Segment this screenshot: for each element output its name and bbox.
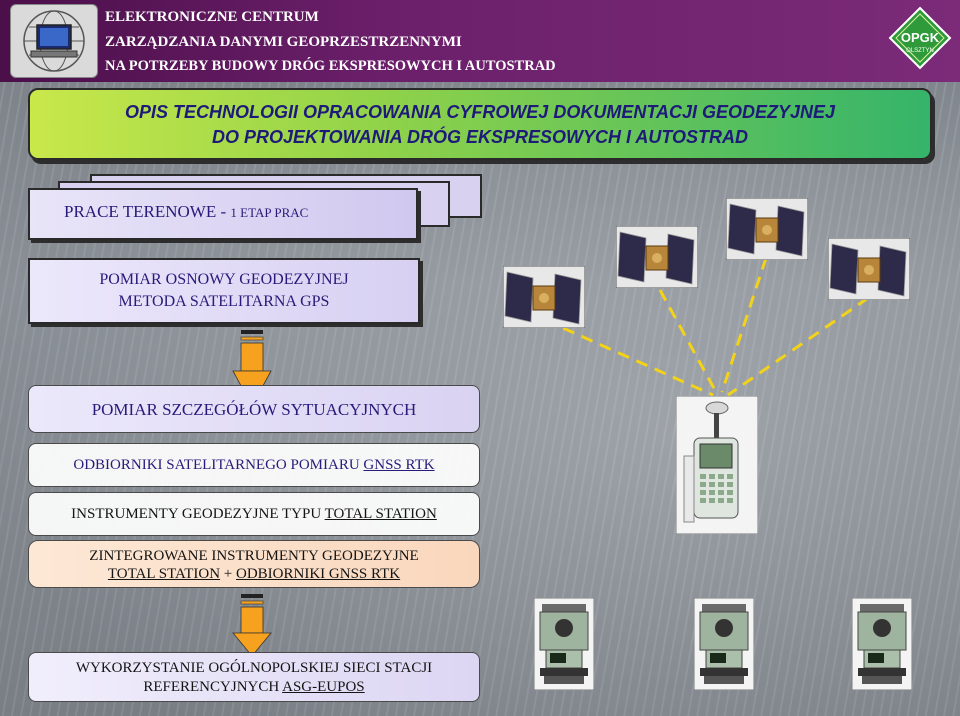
integrated-instruments-box: ZINTEGROWANE INSTRUMENTY GEODEZYJNE TOTA… xyxy=(28,540,480,588)
combo-line-2: TOTAL STATION + ODBIORNIKI GNSS RTK xyxy=(107,566,401,582)
rtk-receivers-box: ODBIORNIKI SATELITARNEGO POMIARU GNSS RT… xyxy=(28,443,480,487)
svg-text:OLSZTYN: OLSZTYN xyxy=(906,48,934,54)
header-line-1: ELEKTRONICZNE CENTRUM xyxy=(105,9,319,25)
satellite-icon xyxy=(726,198,808,260)
total-station-box: INSTRUMENTY GEODEZYJNE TYPU TOTAL STATIO… xyxy=(28,492,480,536)
gps-network-box: POMIAR OSNOWY GEODEZYJNEJ METODA SATELIT… xyxy=(28,258,420,324)
down-arrow-icon xyxy=(232,594,272,657)
gps-box-line-1: POMIAR OSNOWY GEODEZYJNEJ xyxy=(99,271,349,288)
asg-line-1: WYKORZYSTANIE OGÓLNOPOLSKIEJ SIECI STACJ… xyxy=(75,660,433,676)
gnss-receiver-icon xyxy=(676,396,758,534)
gps-box-line-2: METODA SATELITARNA GPS xyxy=(118,293,330,310)
detail-box-text: POMIAR SZCZEGÓŁÓW SYTUACYJNYCH xyxy=(91,400,417,419)
satellite-icon xyxy=(616,226,698,288)
computer-globe-logo-icon xyxy=(10,4,98,78)
title-line-2: DO PROJEKTOWANIA DRÓG EKSPRESOWYCH I AUT… xyxy=(211,127,749,147)
total-station-icon xyxy=(852,598,912,690)
asg-eupos-box: WYKORZYSTANIE OGÓLNOPOLSKIEJ SIECI STACJ… xyxy=(28,652,480,702)
ts-box-text: INSTRUMENTY GEODEZYJNE TYPU TOTAL STATIO… xyxy=(71,506,437,522)
rtk-box-text: ODBIORNIKI SATELITARNEGO POMIARU GNSS RT… xyxy=(73,457,435,473)
total-station-icon xyxy=(534,598,594,690)
satellite-icon xyxy=(828,238,910,300)
satellite-icon xyxy=(503,266,585,328)
header-line-2: ZARZĄDZANIA DANYMI GEOPRZESTRZENNYMI xyxy=(105,34,462,50)
header-bar: ELEKTRONICZNE CENTRUM ZARZĄDZANIA DANYMI… xyxy=(0,0,960,82)
stage-tab-stack: PRACE TERENOWE - 1 ETAP PRAC xyxy=(28,174,488,240)
total-station-icon xyxy=(694,598,754,690)
svg-text:OPGK: OPGK xyxy=(901,30,940,45)
combo-line-1: ZINTEGROWANE INSTRUMENTY GEODEZYJNE xyxy=(89,548,419,564)
stage-label: PRACE TERENOWE - 1 ETAP PRAC xyxy=(64,202,309,221)
asg-line-2: REFERENCYJNYCH ASG-EUPOS xyxy=(143,679,365,695)
main-title-box: OPIS TECHNOLOGII OPRACOWANIA CYFROWEJ DO… xyxy=(28,88,932,160)
header-line-3: NA POTRZEBY BUDOWY DRÓG EKSPRESOWYCH I A… xyxy=(105,58,556,74)
title-line-1: OPIS TECHNOLOGII OPRACOWANIA CYFROWEJ DO… xyxy=(124,102,836,122)
stage-tab-front xyxy=(28,188,418,240)
opgk-diamond-logo-icon: OPGK OLSZTYN xyxy=(888,6,952,70)
detail-survey-box: POMIAR SZCZEGÓŁÓW SYTUACYJNYCH xyxy=(28,385,480,433)
